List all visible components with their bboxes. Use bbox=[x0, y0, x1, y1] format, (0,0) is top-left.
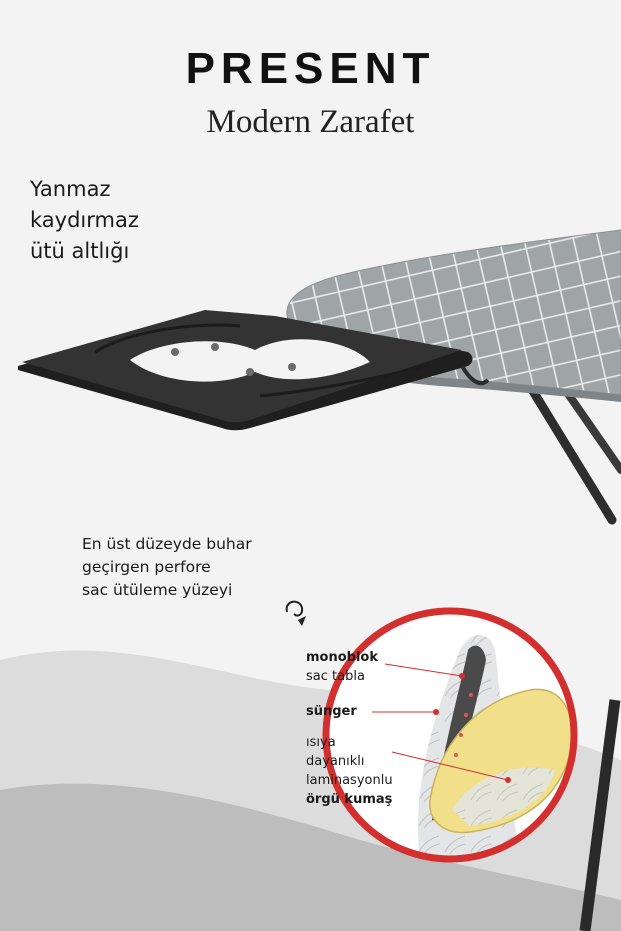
brand-logo: PRESENT bbox=[185, 44, 436, 93]
layer-label-bold: sünger bbox=[306, 704, 357, 719]
layer-label-bold: monoblok bbox=[306, 650, 379, 665]
layer-label-text: sac tabla bbox=[306, 669, 365, 684]
layer-label-text: dayanıklı bbox=[306, 754, 365, 769]
surface-caption: En üst düzeyde buhar geçirgen perfore sa… bbox=[82, 533, 252, 602]
ironing-board-edge bbox=[288, 320, 621, 402]
layer-label-text: ısıya bbox=[306, 735, 336, 750]
caption-line: geçirgen perfore bbox=[82, 558, 211, 576]
layer-label-text: laminasyonlu bbox=[306, 773, 393, 788]
background-wave-dark bbox=[0, 783, 621, 931]
caption-line: sac ütüleme yüzeyi bbox=[82, 581, 233, 599]
pointer-arrow-icon bbox=[285, 600, 304, 617]
layer-label-kumas: ısıya dayanıklı laminasyonlu örgü kumaş bbox=[306, 733, 393, 809]
layer-label-sunger: sünger bbox=[306, 702, 357, 721]
layer-detail bbox=[322, 607, 578, 863]
iron-rest bbox=[18, 310, 490, 431]
layer-label-monoblok: monoblok sac tabla bbox=[306, 648, 378, 686]
caption-line: ütü altlığı bbox=[30, 239, 130, 263]
caption-line: Yanmaz bbox=[30, 177, 111, 201]
brand-slogan: Modern Zarafet bbox=[206, 104, 415, 140]
pointer-arrow-head bbox=[298, 616, 306, 626]
caption-line: En üst düzeyde buhar bbox=[82, 535, 252, 553]
layer-label-bold: örgü kumaş bbox=[306, 792, 393, 807]
iron-rest-caption: Yanmaz kaydırmaz ütü altlığı bbox=[30, 174, 139, 267]
caption-line: kaydırmaz bbox=[30, 208, 139, 232]
